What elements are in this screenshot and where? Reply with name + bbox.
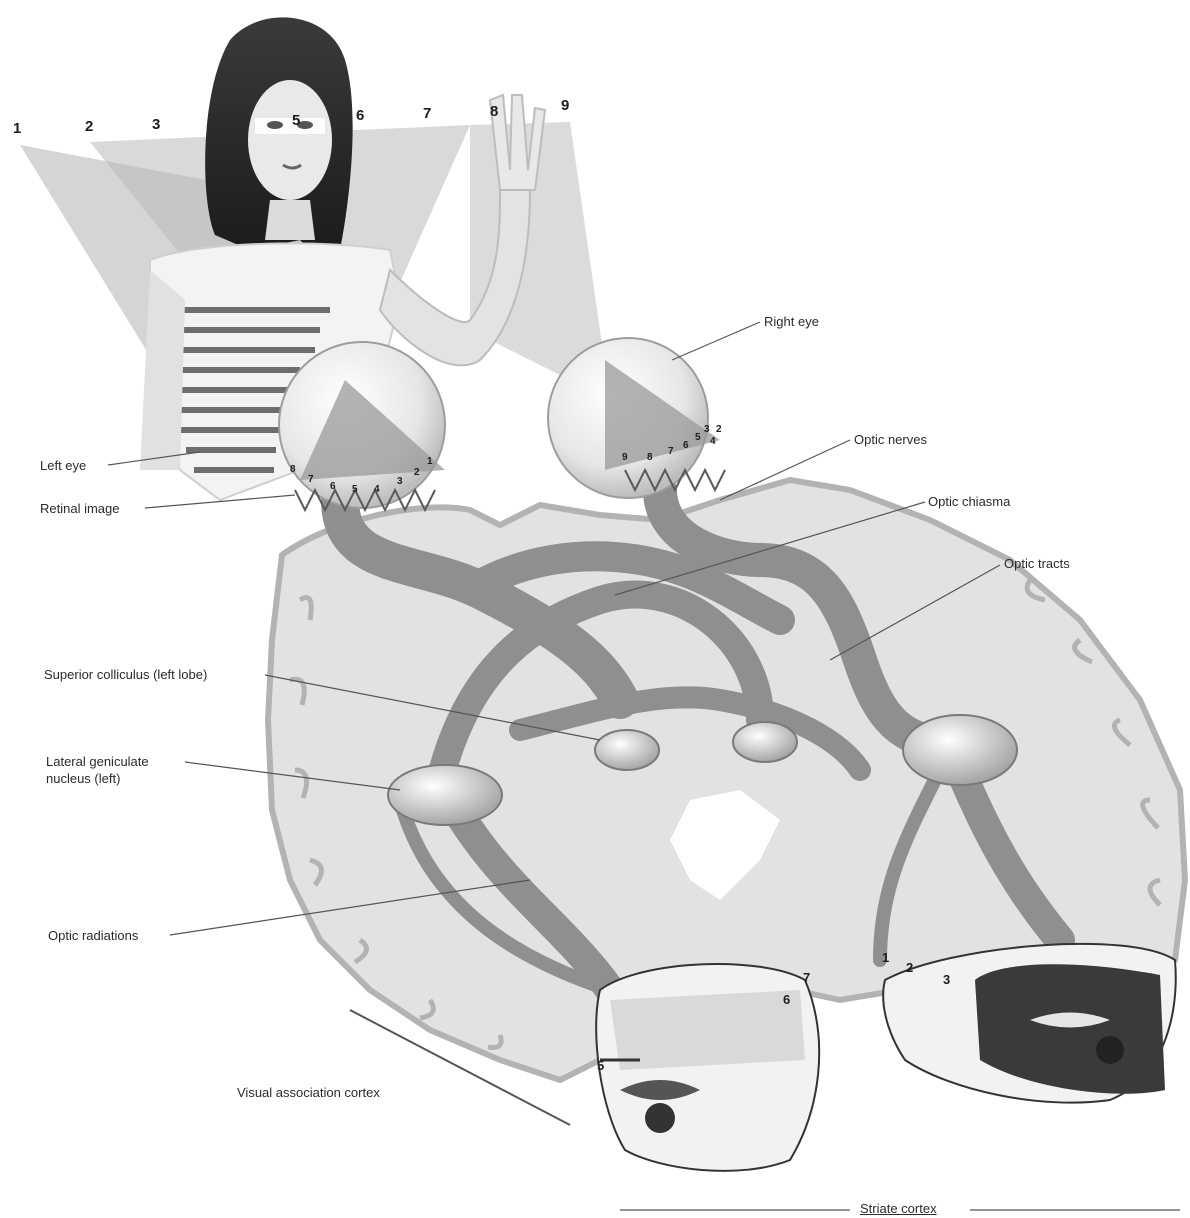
right-retina-number: 5 (695, 432, 701, 443)
field-number-6: 6 (356, 107, 364, 124)
label-superior-colliculus: Superior colliculus (left lobe) (44, 666, 207, 683)
left-eye (279, 342, 445, 510)
right-eye (548, 338, 725, 498)
left-retina-number: 5 (352, 484, 358, 495)
label-retinal-image: Retinal image (40, 500, 120, 517)
right-retina-number: 2 (716, 424, 722, 435)
field-number-1: 1 (13, 120, 21, 137)
right-retina-number: 4 (710, 436, 716, 447)
field-number-7: 7 (423, 105, 431, 122)
field-number-5: 5 (292, 112, 300, 129)
label-right-eye: Right eye (764, 313, 819, 330)
left-retina-number: 8 (290, 464, 296, 475)
right-retina-number: 8 (647, 452, 653, 463)
cortex-number-3: 3 (943, 972, 950, 987)
superior-colliculus-right (733, 722, 797, 762)
cortex-right-image (883, 944, 1176, 1103)
field-number-3: 3 (152, 116, 160, 133)
right-retina-number: 7 (668, 446, 674, 457)
right-retina-number: 9 (622, 452, 628, 463)
field-number-9: 9 (561, 97, 569, 114)
label-visual-association-cortex: Visual association cortex (237, 1084, 380, 1101)
label-optic-tracts: Optic tracts (1004, 555, 1070, 572)
left-retina-number: 7 (308, 474, 314, 485)
superior-colliculus-left (595, 730, 659, 770)
left-retina-number: 4 (374, 484, 380, 495)
right-retina-number: 6 (683, 440, 689, 451)
cortex-number-6: 6 (783, 992, 790, 1007)
label-lateral-geniculate-1: Lateral geniculate (46, 753, 149, 770)
cortex-number-1: 1 (882, 950, 889, 965)
cortex-number-7: 7 (803, 970, 810, 985)
right-retina-number: 3 (704, 424, 710, 435)
cortex-number-5: 5 (597, 1058, 604, 1073)
left-retina-number: 6 (330, 481, 336, 492)
label-lateral-geniculate-2: nucleus (left) (46, 770, 120, 787)
cortex-number-2: 2 (906, 960, 913, 975)
label-optic-radiations: Optic radiations (48, 927, 138, 944)
left-retina-number: 3 (397, 476, 403, 487)
label-left-eye: Left eye (40, 457, 86, 474)
label-optic-chiasma: Optic chiasma (928, 493, 1010, 510)
lateral-geniculate-right (903, 715, 1017, 785)
label-striate-cortex: Striate cortex (860, 1200, 937, 1217)
label-optic-nerves: Optic nerves (854, 431, 927, 448)
field-number-8: 8 (490, 103, 498, 120)
lateral-geniculate-left (388, 765, 502, 825)
left-retina-number: 1 (427, 456, 433, 467)
left-retina-number: 2 (414, 467, 420, 478)
field-number-2: 2 (85, 118, 93, 135)
